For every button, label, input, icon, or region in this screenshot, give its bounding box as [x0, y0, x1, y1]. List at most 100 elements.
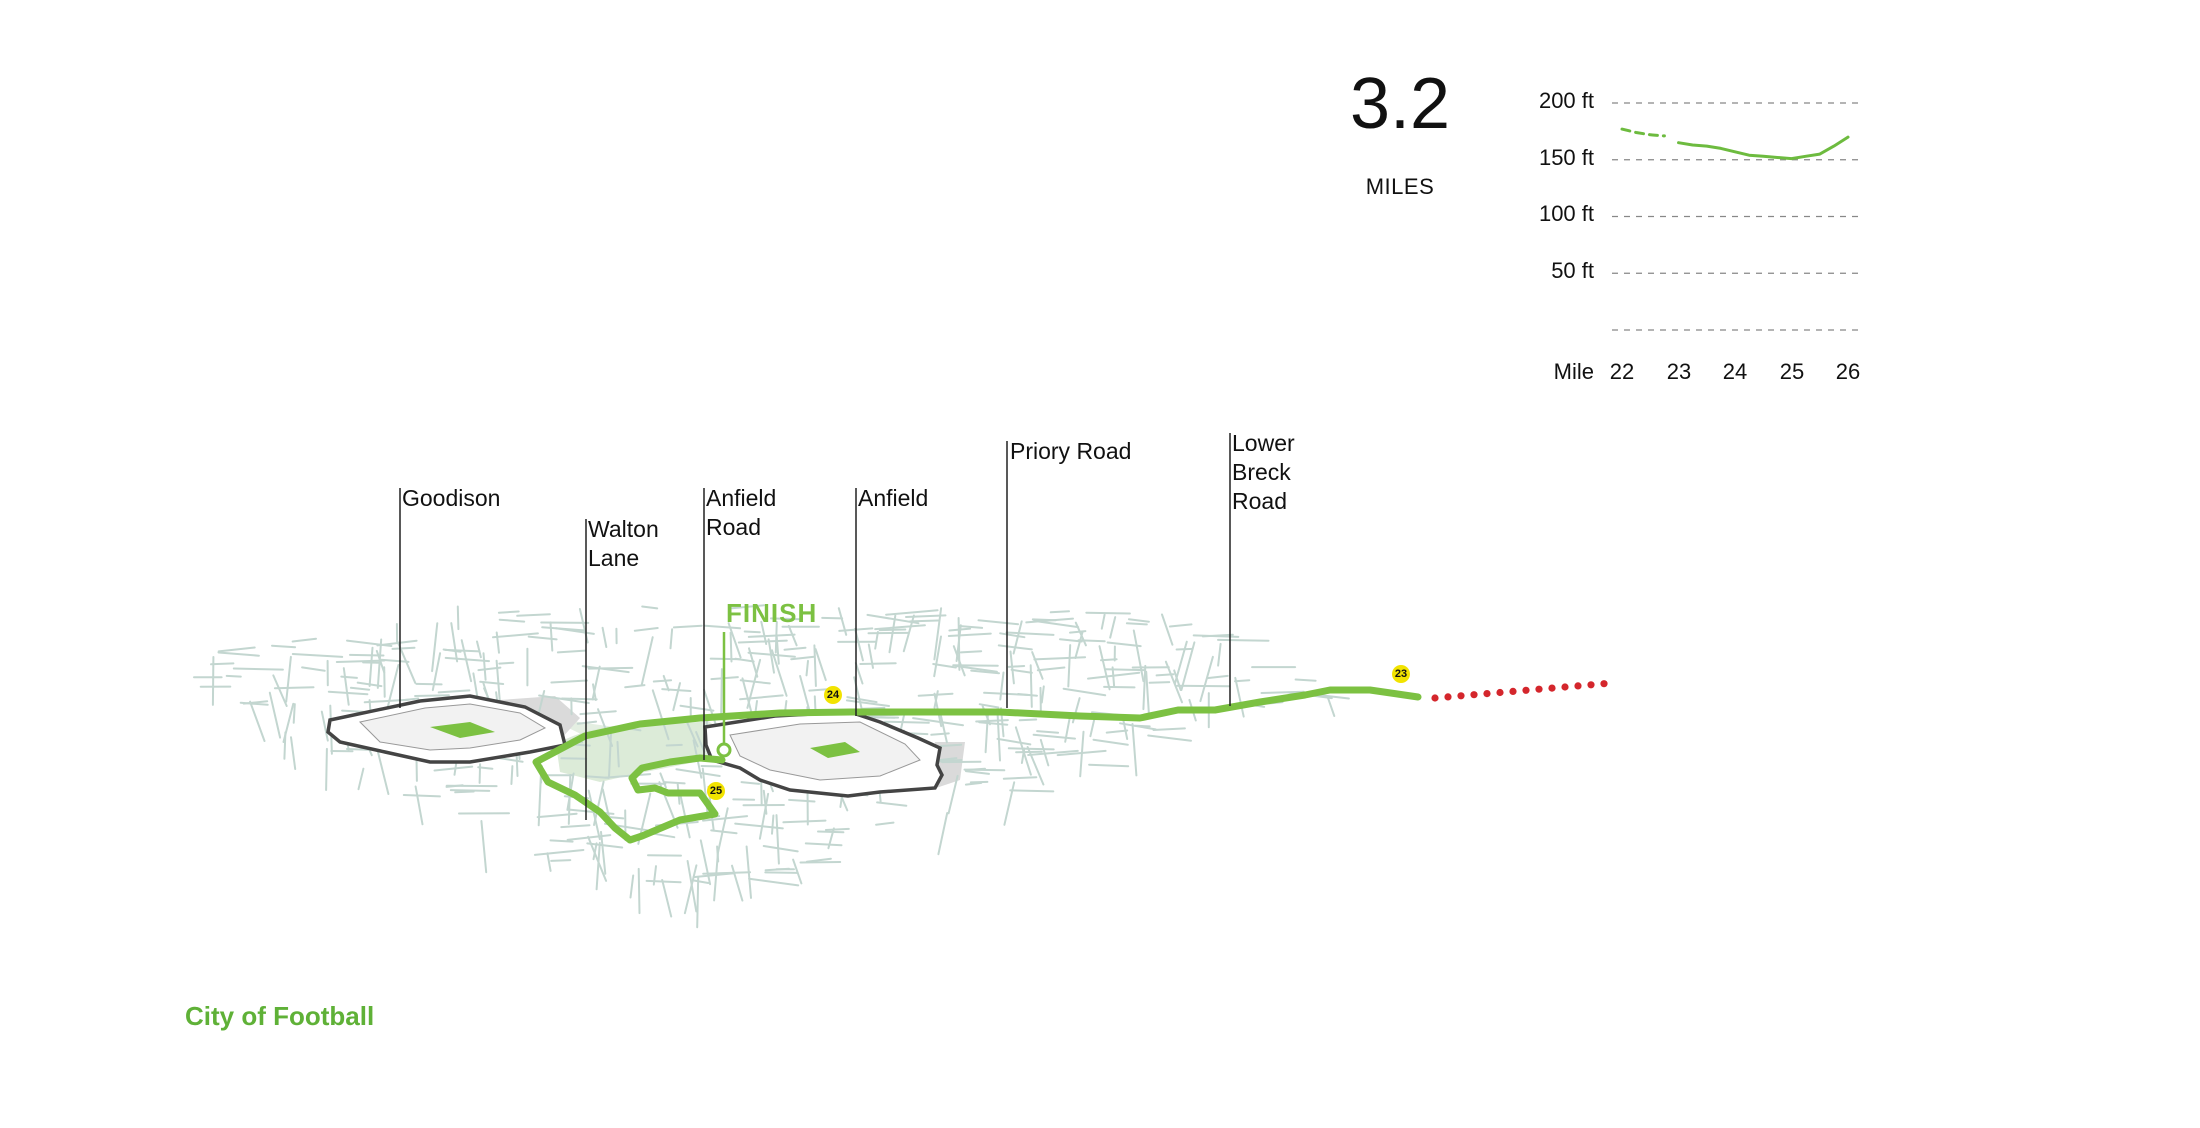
street-segment	[734, 822, 784, 830]
street-segment	[1131, 723, 1138, 777]
callout-line: Anfield	[858, 485, 929, 511]
continuation-dot	[1600, 680, 1608, 688]
street-segment	[272, 674, 288, 707]
street-segment	[1064, 717, 1071, 743]
street-segment	[576, 720, 598, 725]
street-segment	[854, 662, 864, 685]
callout-line: Road	[1232, 488, 1287, 514]
street-segment	[1317, 694, 1350, 700]
street-segment	[376, 638, 383, 689]
y-tick-label: 50 ft	[1551, 258, 1594, 283]
street-segment	[959, 650, 983, 654]
goodison-stadium	[326, 694, 568, 764]
callout-priory-road: Priory Road	[1010, 437, 1131, 466]
street-segment	[1098, 645, 1111, 691]
street-segment	[1294, 678, 1317, 682]
street-segment	[477, 766, 494, 770]
street-segment	[1067, 644, 1072, 688]
street-segment	[1088, 763, 1130, 768]
street-segment	[874, 624, 926, 631]
street-segment	[604, 773, 652, 779]
street-segment	[600, 830, 607, 875]
callout-lower-breck-road: Lower Breck Road	[1232, 429, 1295, 516]
street-segment	[320, 710, 329, 742]
street-segment	[454, 790, 475, 794]
street-segment	[414, 785, 424, 826]
callout-line: Goodison	[402, 485, 501, 511]
street-segment	[325, 747, 328, 791]
continuation-dot	[1457, 692, 1465, 700]
street-segment	[1005, 631, 1055, 636]
map-title: City of Football	[185, 1001, 375, 1031]
street-segment	[349, 653, 385, 657]
street-segment	[675, 768, 721, 777]
street-segment	[482, 652, 487, 681]
continuation-dot	[1509, 687, 1517, 696]
street-segment	[1147, 734, 1192, 742]
street-segment	[616, 740, 620, 768]
street-segment	[1014, 726, 1032, 776]
street-segment	[1003, 781, 1016, 826]
street-segment	[699, 839, 712, 886]
street-segment	[977, 619, 1020, 626]
street-segment	[788, 798, 816, 803]
street-segment	[498, 618, 526, 623]
street-segment	[1100, 658, 1118, 662]
street-segment	[770, 617, 802, 621]
street-segment	[546, 852, 552, 872]
y-tick-labels: 200 ft 150 ft 100 ft 50 ft	[1539, 88, 1594, 283]
street-segment	[533, 849, 585, 856]
elevation-line	[1620, 127, 1666, 138]
callout-line: Anfield	[706, 485, 777, 511]
street-segment	[1033, 619, 1080, 629]
street-segment	[537, 773, 542, 827]
street-segment	[431, 622, 439, 673]
street-segment	[764, 871, 799, 874]
street-segment	[1040, 685, 1045, 704]
street-segment	[1234, 676, 1245, 718]
street-segment	[516, 613, 551, 617]
street-segment	[1079, 730, 1085, 778]
street-segment	[813, 644, 817, 687]
street-segment	[845, 699, 890, 707]
elevation-series	[1620, 127, 1850, 161]
continuation-dot	[1561, 683, 1569, 691]
anfield-stadium	[703, 710, 944, 798]
street-segment	[566, 834, 612, 841]
street-segment	[883, 720, 930, 724]
street-segment	[1033, 656, 1087, 661]
continuation-dot	[1431, 694, 1439, 702]
street-segment	[444, 648, 481, 653]
callout-leader-lines	[399, 433, 1231, 820]
marathon-route	[532, 686, 1422, 844]
street-segment	[497, 610, 520, 614]
street-segment	[444, 656, 490, 663]
x-tick-label: 23	[1667, 359, 1691, 384]
street-segment	[917, 692, 954, 697]
continuation-dot	[1470, 691, 1478, 699]
street-segment	[492, 632, 539, 639]
street-segment	[948, 627, 972, 632]
street-segment	[567, 774, 572, 825]
street-segment	[210, 662, 235, 666]
street-segment	[933, 635, 942, 678]
continuation-dot	[1587, 681, 1595, 689]
street-segment	[1077, 639, 1106, 643]
street-segment	[814, 648, 827, 682]
street-segment	[799, 861, 842, 864]
street-segment	[560, 757, 588, 760]
street-segment	[996, 710, 1001, 762]
street-segment	[672, 624, 703, 629]
continuation-dot	[1444, 693, 1452, 701]
street-segment	[651, 689, 670, 741]
street-segment	[1074, 631, 1084, 659]
street-segment	[748, 647, 759, 678]
street-segment	[460, 639, 473, 683]
street-segment	[527, 635, 558, 641]
street-segment	[790, 655, 816, 661]
street-segment	[684, 717, 699, 748]
street-segment	[495, 659, 502, 709]
street-segment	[1089, 718, 1096, 738]
